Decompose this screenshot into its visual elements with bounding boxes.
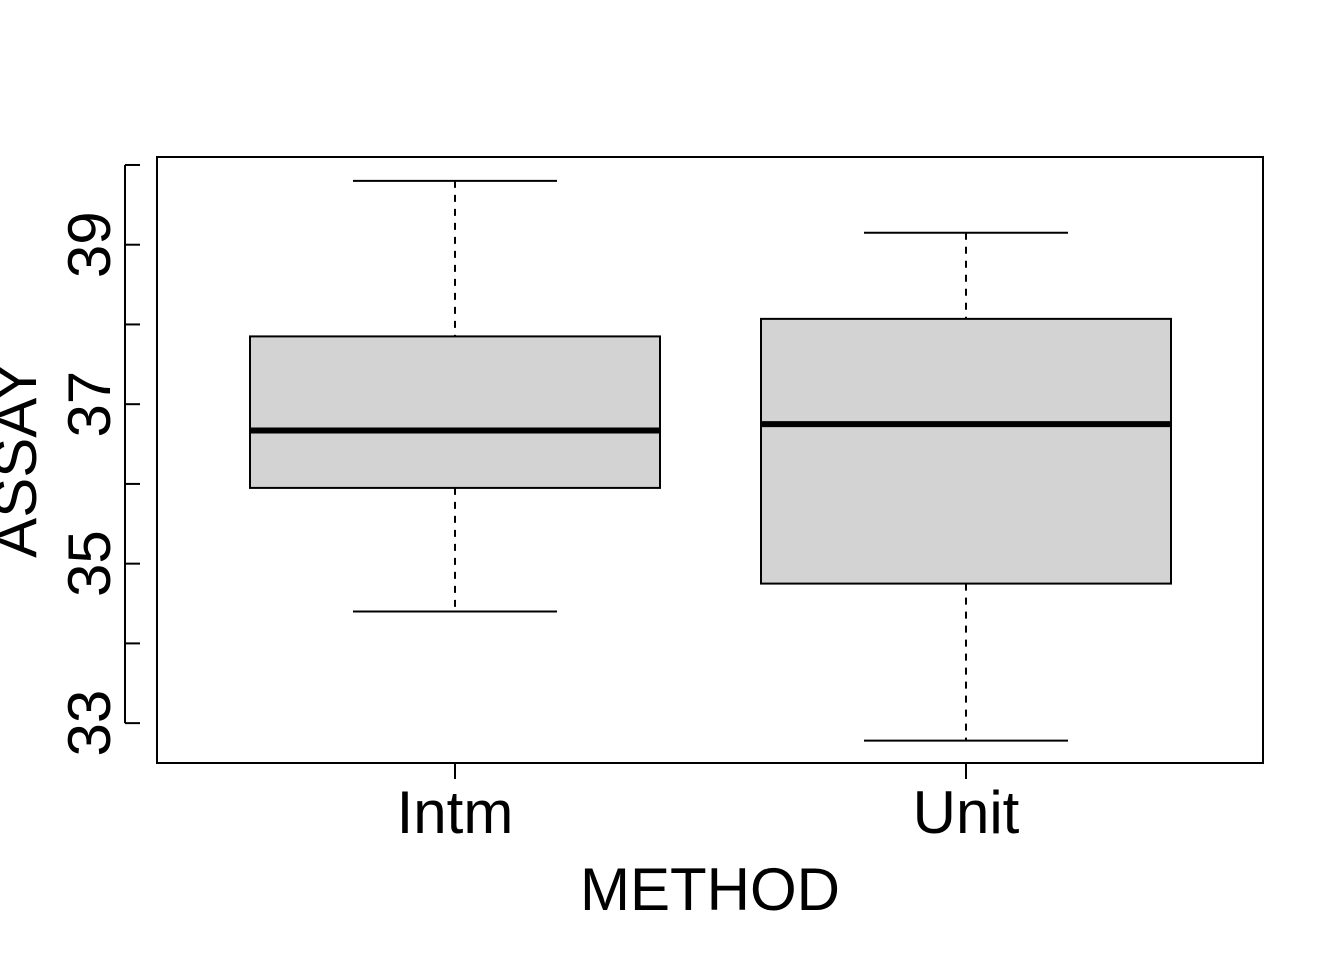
box-iqr xyxy=(249,335,661,489)
y-tick-label: 35 xyxy=(56,530,123,597)
x-tick-label: Unit xyxy=(913,779,1020,846)
plot-frame xyxy=(156,156,1264,764)
x-axis: Intm Unit xyxy=(397,763,1020,846)
y-axis: 33 35 37 39 xyxy=(56,163,140,757)
y-tick-label: 39 xyxy=(56,211,123,278)
x-tick-label: Intm xyxy=(397,779,514,846)
box-iqr xyxy=(760,317,1172,585)
box-intm xyxy=(249,179,661,613)
y-axis-title: ASSAY xyxy=(0,362,49,558)
y-tick-label: 33 xyxy=(56,690,123,757)
x-axis-title: METHOD xyxy=(580,856,840,923)
y-tick-label: 37 xyxy=(56,371,123,438)
box-unit xyxy=(760,231,1172,742)
box-series xyxy=(249,179,1172,742)
